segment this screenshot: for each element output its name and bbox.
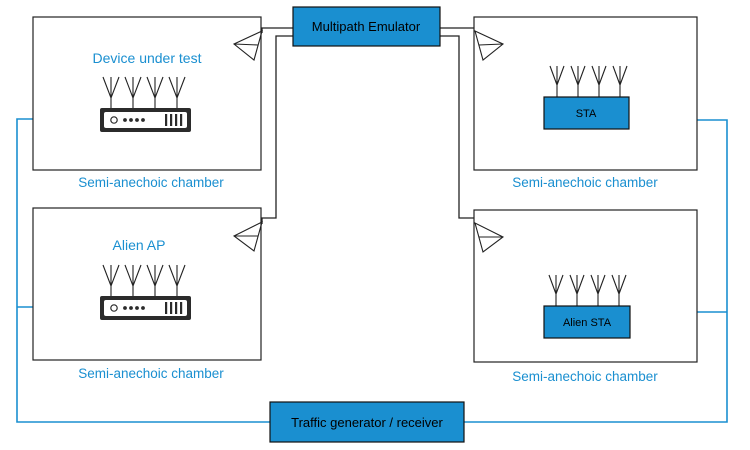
rf-cable-alien-sta [440,35,476,224]
ethernet-cable-sta [464,119,728,423]
panel-antenna-icon [474,30,505,61]
traffic-generator-box [269,401,465,443]
panel-antenna-icon [232,30,263,61]
chamber-alien-sta-box [473,209,698,363]
traffic-generator: Traffic generator / receiver [269,401,465,443]
alien-sta-device-label: Alien STA [563,317,612,329]
dut-device-label: Device under test [93,50,202,66]
router-icon [100,264,191,320]
chamber-sta-box [473,16,698,171]
sta-device-label: STA [576,108,597,120]
router-icon [100,76,191,132]
rf-cable-alien-ap [261,35,293,224]
antenna-icon [102,264,186,296]
panel-antenna-icon [474,221,505,253]
chamber-dut-label: Semi-anechoic chamber [78,175,224,190]
alien-sta-device-box [543,305,631,339]
rf-cable-dut [261,27,293,33]
rf-cable-sta [440,27,476,33]
alien-ap-device-label: Alien AP [113,237,166,253]
chamber-sta-label: Semi-anechoic chamber [512,175,658,190]
panel-antenna-icon [232,220,263,252]
antenna-icon [102,76,186,108]
chamber-alien-ap-box [32,207,262,361]
chamber-sta: STA Semi-anechoic chamber [473,16,698,190]
chamber-dut: Device under test Semi-anechoic chamber [32,16,263,190]
traffic-generator-label: Traffic generator / receiver [291,415,443,430]
chamber-alien-ap-label: Semi-anechoic chamber [78,366,224,381]
antenna-icon [548,274,627,306]
chamber-alien-sta-label: Semi-anechoic chamber [512,369,658,384]
chamber-alien-ap: Alien AP Semi-anechoic chamber [32,207,263,381]
multipath-emulator-label: Multipath Emulator [312,19,421,34]
multipath-emulator: Multipath Emulator [292,6,441,47]
sta-device-box [543,96,630,130]
chamber-dut-box [32,16,262,171]
multipath-emulator-box [292,6,441,47]
antenna-icon [549,65,628,97]
chamber-alien-sta: Alien STA Semi-anechoic chamber [473,209,698,384]
